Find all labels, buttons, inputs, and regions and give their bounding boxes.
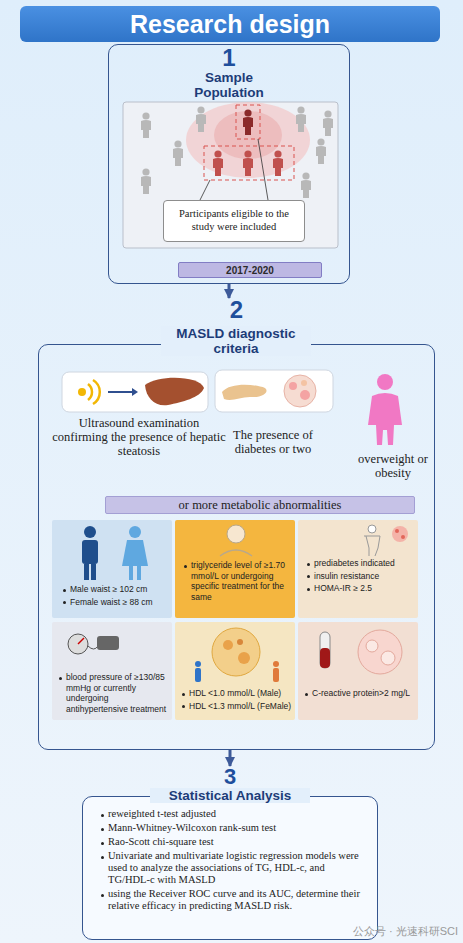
bullet-list: prediabetes indicated insulin resistanceH… bbox=[306, 558, 398, 596]
bullet-list: C-reactive protein>2 mg/L bbox=[304, 688, 416, 701]
population-illustration bbox=[213, 150, 223, 176]
title-banner bbox=[20, 6, 440, 42]
pancreas-icon bbox=[222, 385, 267, 400]
criterion-cell: C-reactive protein>2 mg/L bbox=[298, 622, 418, 720]
bullet-item: Univariate and multivariate logistic reg… bbox=[100, 850, 362, 886]
criterion-cell: HDL <1.0 mmol/L (Male) HDL <1.3 mmol/L (F… bbox=[175, 622, 295, 720]
title-text: Research design bbox=[20, 6, 440, 42]
section-box: 3Statistical Analysis reweighted t-test a… bbox=[82, 766, 378, 940]
ultrasound-icon bbox=[132, 388, 138, 396]
box-text: Participants eligible to the study were … bbox=[168, 207, 300, 233]
criterion-item: The presence of diabetes or two bbox=[210, 368, 336, 460]
flow-arrow bbox=[228, 284, 231, 298]
population-illustration bbox=[186, 102, 310, 178]
obesity-icon bbox=[377, 374, 393, 390]
bullet-item: triglyceride level of ≥1.70 mmol/L or un… bbox=[183, 560, 291, 602]
bullet-item: reweighted t-test adjusted bbox=[100, 808, 362, 820]
bullet-item: prediabetes indicated bbox=[306, 558, 398, 569]
box-text: or more metabolic abnormalities bbox=[106, 498, 414, 513]
section-box: 1Sample PopulationParticipants eligible … bbox=[108, 44, 350, 284]
pancreas-icon bbox=[289, 382, 297, 390]
section-number: 1 bbox=[108, 46, 350, 70]
population-illustration bbox=[243, 109, 253, 135]
population-illustration bbox=[273, 150, 283, 176]
ultrasound-icon bbox=[108, 391, 132, 393]
population-illustration bbox=[243, 150, 253, 176]
section-heading: Sample Population bbox=[178, 70, 280, 100]
criterion-label: overweight or obesity bbox=[348, 452, 438, 480]
box-text: Ultrasound examination confirming the pr… bbox=[50, 416, 228, 458]
bullet-item: using the Receiver ROC curve and its AUC… bbox=[100, 888, 362, 912]
bullet-item: HOMA-IR ≥ 2.5 bbox=[306, 583, 398, 594]
section-heading: Statistical Analysis bbox=[150, 788, 310, 803]
criterion-cell: triglyceride level of ≥1.70 mmol/L or un… bbox=[175, 520, 295, 618]
population-illustration bbox=[296, 106, 306, 132]
bullet-list: HDL <1.0 mmol/L (Male) HDL <1.3 mmol/L (F… bbox=[181, 688, 293, 713]
population-illustration bbox=[123, 102, 338, 248]
section-heading: MASLD diagnostic criteria bbox=[161, 326, 311, 356]
population-illustration bbox=[301, 172, 311, 198]
ultrasound-icon bbox=[88, 380, 100, 404]
bullet-item: blood pressure of ≥130/85 mmHg or curren… bbox=[58, 672, 168, 714]
population-illustration bbox=[173, 140, 183, 166]
population-illustration bbox=[141, 168, 151, 194]
section-number: 2 bbox=[38, 298, 435, 322]
bullet-item: HDL <1.3 mmol/L (FeMale) bbox=[181, 701, 293, 712]
population-illustration bbox=[316, 138, 326, 164]
population-illustration bbox=[200, 139, 268, 200]
bullet-item: Rao-Scott chi-square test bbox=[100, 836, 362, 848]
population-illustration bbox=[196, 106, 206, 132]
pancreas-icon bbox=[284, 375, 316, 407]
bullet-list: Male waist ≥ 102 cm Female waist ≥ 88 cm bbox=[62, 584, 168, 609]
bullet-list: reweighted t-test adjustedMann-Whitney-W… bbox=[100, 808, 362, 914]
bullet-item: insulin resistance bbox=[306, 571, 398, 582]
obesity-icon bbox=[368, 374, 402, 445]
ultrasound-icon bbox=[145, 378, 204, 406]
bullet-list: triglyceride level of ≥1.70 mmol/L or un… bbox=[183, 560, 291, 604]
bullet-item: Male waist ≥ 102 cm bbox=[62, 584, 168, 595]
section-box: 2MASLD diagnostic criteriaUltrasound exa… bbox=[38, 298, 435, 750]
criterion-item: Ultrasound examination confirming the pr… bbox=[50, 368, 228, 460]
bullet-item: HDL <1.0 mmol/L (Male) bbox=[181, 688, 293, 699]
ultrasound-icon bbox=[62, 372, 208, 412]
criterion-cell: blood pressure of ≥130/85 mmHg or curren… bbox=[52, 622, 172, 720]
pancreas-icon bbox=[215, 370, 333, 412]
criterion-cell: prediabetes indicated insulin resistanceH… bbox=[298, 520, 418, 618]
criteria-band: or more metabolic abnormalities bbox=[105, 496, 415, 514]
population-illustration bbox=[141, 112, 151, 138]
population-illustration bbox=[236, 105, 260, 139]
section-number: 3 bbox=[82, 766, 378, 788]
bullet-item: C-reactive protein>2 mg/L bbox=[304, 688, 416, 699]
period-band: 2017-2020 bbox=[178, 262, 322, 278]
flow-arrow bbox=[229, 750, 232, 766]
note-box: Participants eligible to the study were … bbox=[163, 200, 305, 242]
obesity-icon bbox=[368, 393, 402, 445]
pancreas-icon bbox=[301, 380, 307, 386]
ultrasound-icon bbox=[78, 388, 86, 396]
pancreas-icon bbox=[215, 370, 333, 412]
population-illustration bbox=[323, 110, 333, 136]
population-illustration bbox=[204, 146, 294, 180]
box-text: 2017-2020 bbox=[179, 264, 321, 277]
title-banner bbox=[20, 6, 440, 42]
population-illustration bbox=[123, 102, 338, 248]
criterion-cell: Male waist ≥ 102 cm Female waist ≥ 88 cm bbox=[52, 520, 172, 618]
box-text: The presence of diabetes or two bbox=[214, 428, 332, 456]
pancreas-icon bbox=[300, 390, 310, 400]
bullet-list: blood pressure of ≥130/85 mmHg or curren… bbox=[58, 672, 168, 716]
bullet-item: Female waist ≥ 88 cm bbox=[62, 597, 168, 608]
ultrasound-icon bbox=[62, 372, 208, 412]
bullet-item: Mann-Whitney-Wilcoxon rank-sum test bbox=[100, 822, 362, 834]
watermark: 公众号 · 光速科研SCI bbox=[296, 924, 458, 938]
